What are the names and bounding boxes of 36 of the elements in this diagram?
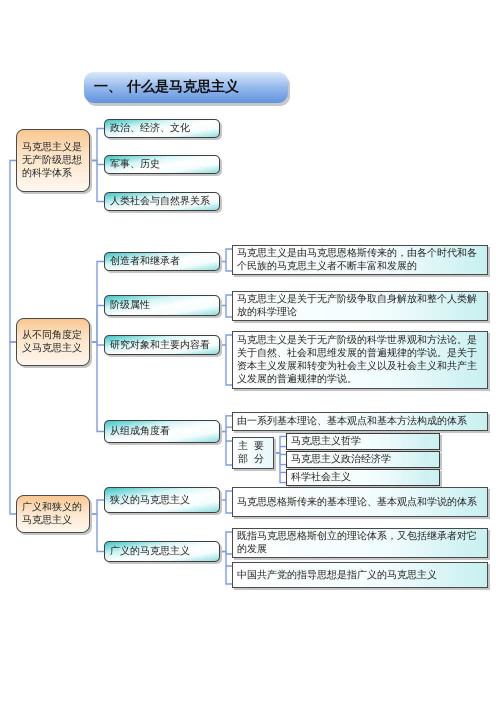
branch-box: 军事、历史 [104, 155, 220, 174]
connector-line [219, 248, 233, 272]
connector-line [9, 341, 16, 515]
topic-box: 广义和狭义的马克思主义 [16, 495, 90, 533]
branch-box: 创造者和继承者 [104, 252, 220, 271]
connector-line [90, 513, 104, 552]
connector-line [90, 160, 104, 202]
connector-line [219, 430, 233, 466]
part-box: 马克思主义政治经济学 [286, 451, 440, 468]
part-box: 科学社会主义 [286, 469, 440, 486]
connector-line [273, 452, 287, 484]
branch-box: 阶级属性 [104, 295, 220, 316]
connector-line [9, 160, 16, 343]
branch-box: 政治、经济、文化 [104, 119, 220, 138]
note-box: 马克思恩格斯传来的基本理论、基本观点和学说的体系 [232, 487, 488, 517]
note-box: 马克思主义是由马克思恩格斯传来的，由各个时代和各个民族的马克思主义者不断丰富和发展的 [232, 245, 488, 275]
note-box: 中国共产党的指导思想是指广义的马克思主义 [232, 562, 488, 588]
branch-box: 人类社会与自然界关系 [104, 192, 220, 211]
note-box: 马克思主义是关于无产阶级争取自身解放和整个人类解放的科学理论 [232, 291, 488, 321]
connector-line [219, 550, 233, 585]
branch-box: 从组成角度看 [104, 420, 220, 443]
connector-line [219, 490, 233, 514]
note-box: 由一系列基本理论、基本观点和基本方法构成的体系 [232, 412, 488, 431]
topic-box: 从不同角度定义马克思主义 [16, 318, 90, 366]
note-box: 马克思主义是关于无产阶级的科学世界观和方法论。是关于自然、社会和思维发展的普遍规律的学说。是关于资本主义发展和转变为社会主义以及社会主义和共产主义发展的普遍规律的学说。 [232, 331, 488, 389]
connector-line [219, 294, 233, 318]
branch-box: 研究对象和主要内容看 [104, 335, 220, 355]
topic-box: 马克思主义是无产阶级思想的科学体系 [16, 129, 90, 192]
branch-box: 狭义的马克思主义 [104, 487, 220, 513]
tag-box: 主要部分 [232, 437, 274, 469]
branch-box: 广义的马克思主义 [104, 541, 220, 562]
part-box: 马克思主义哲学 [286, 433, 440, 450]
connector-line [90, 341, 104, 432]
note-box: 既指马克思恩格斯创立的理论体系，又包括继承者对它的发展 [232, 528, 488, 558]
diagram-title: 一、 什么是马克思主义 [94, 78, 239, 97]
connector-line [219, 334, 233, 386]
